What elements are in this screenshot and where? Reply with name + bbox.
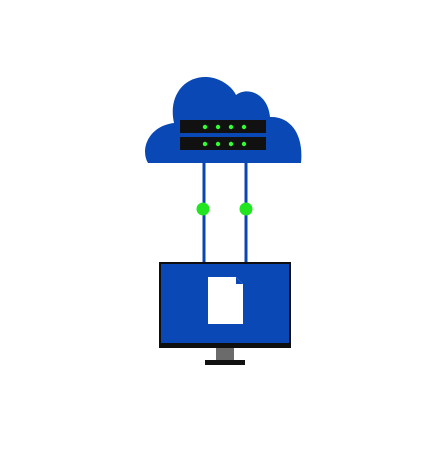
connection-node-right [239, 202, 253, 216]
server-led [228, 141, 234, 147]
cloud-icon [145, 76, 302, 163]
server-leds [202, 124, 247, 147]
server-led [215, 141, 221, 147]
server-led [241, 141, 247, 147]
monitor-base [205, 360, 245, 365]
server-led [202, 141, 208, 147]
server-led [202, 124, 208, 130]
monitor-neck [216, 348, 234, 360]
server-rack-icon [180, 120, 266, 150]
document-icon [208, 277, 243, 324]
connection-lines [196, 163, 253, 263]
server-unit-1 [180, 120, 266, 133]
connection-node-left [196, 202, 210, 216]
server-led [215, 124, 221, 130]
server-unit-2 [180, 137, 266, 150]
server-led [228, 124, 234, 130]
server-led [241, 124, 247, 130]
